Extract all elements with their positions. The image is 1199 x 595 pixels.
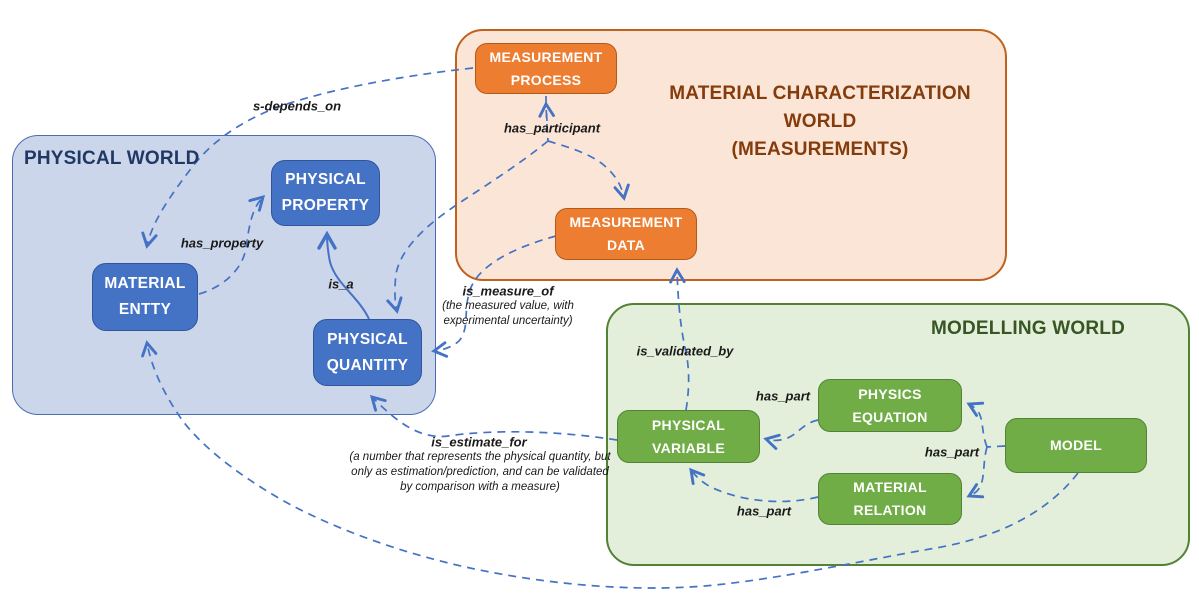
measurement-world-title: MATERIAL CHARACTERIZATION WORLD (MEASURE…: [669, 80, 971, 164]
node-model: MODEL: [1005, 418, 1147, 473]
node-measurement-process: MEASUREMENT PROCESS: [475, 43, 617, 94]
node-physical-property: PHYSICAL PROPERTY: [271, 160, 380, 226]
node-material-entity: MATERIAL ENTTY: [92, 263, 198, 331]
edge-label-has-part-equation: has_part: [755, 388, 811, 404]
edge-label-is-a: is_a: [328, 276, 354, 292]
node-physical-quantity: PHYSICAL QUANTITY: [313, 319, 422, 386]
node-physics-equation: PHYSICS EQUATION: [818, 379, 962, 432]
edge-note-is-measure-of: (the measured value, with experimental u…: [442, 300, 574, 327]
edge-label-is-validated-by: is_validated_by: [636, 343, 734, 359]
edge-label-is-measure-of: is_measure_of: [462, 283, 554, 299]
edge-label-has-part-model: has_part: [924, 444, 980, 460]
measurement-world-title-line1: MATERIAL CHARACTERIZATION: [669, 83, 971, 104]
physical-world-title: PHYSICAL WORLD: [24, 148, 200, 169]
edge-label-is-estimate-for: is_estimate_for: [431, 434, 527, 450]
edge-label-s-depends-on: s-depends_on: [252, 98, 342, 114]
measurement-world-title-line2: WORLD: [783, 111, 857, 132]
edge-label-has-participant: has_participant: [503, 120, 601, 136]
edge-label-has-property: has_property: [180, 235, 264, 251]
node-material-relation: MATERIAL RELATION: [818, 473, 962, 525]
node-physical-variable: PHYSICAL VARIABLE: [617, 410, 760, 463]
edge-label-has-part-relation: has_part: [736, 503, 792, 519]
edge-note-is-estimate-for: (a number that represents the physical q…: [349, 451, 611, 493]
measurement-world-title-line3: (MEASUREMENTS): [731, 139, 909, 160]
modelling-world-title: MODELLING WORLD: [930, 318, 1126, 339]
node-measurement-data: MEASUREMENT DATA: [555, 208, 697, 260]
